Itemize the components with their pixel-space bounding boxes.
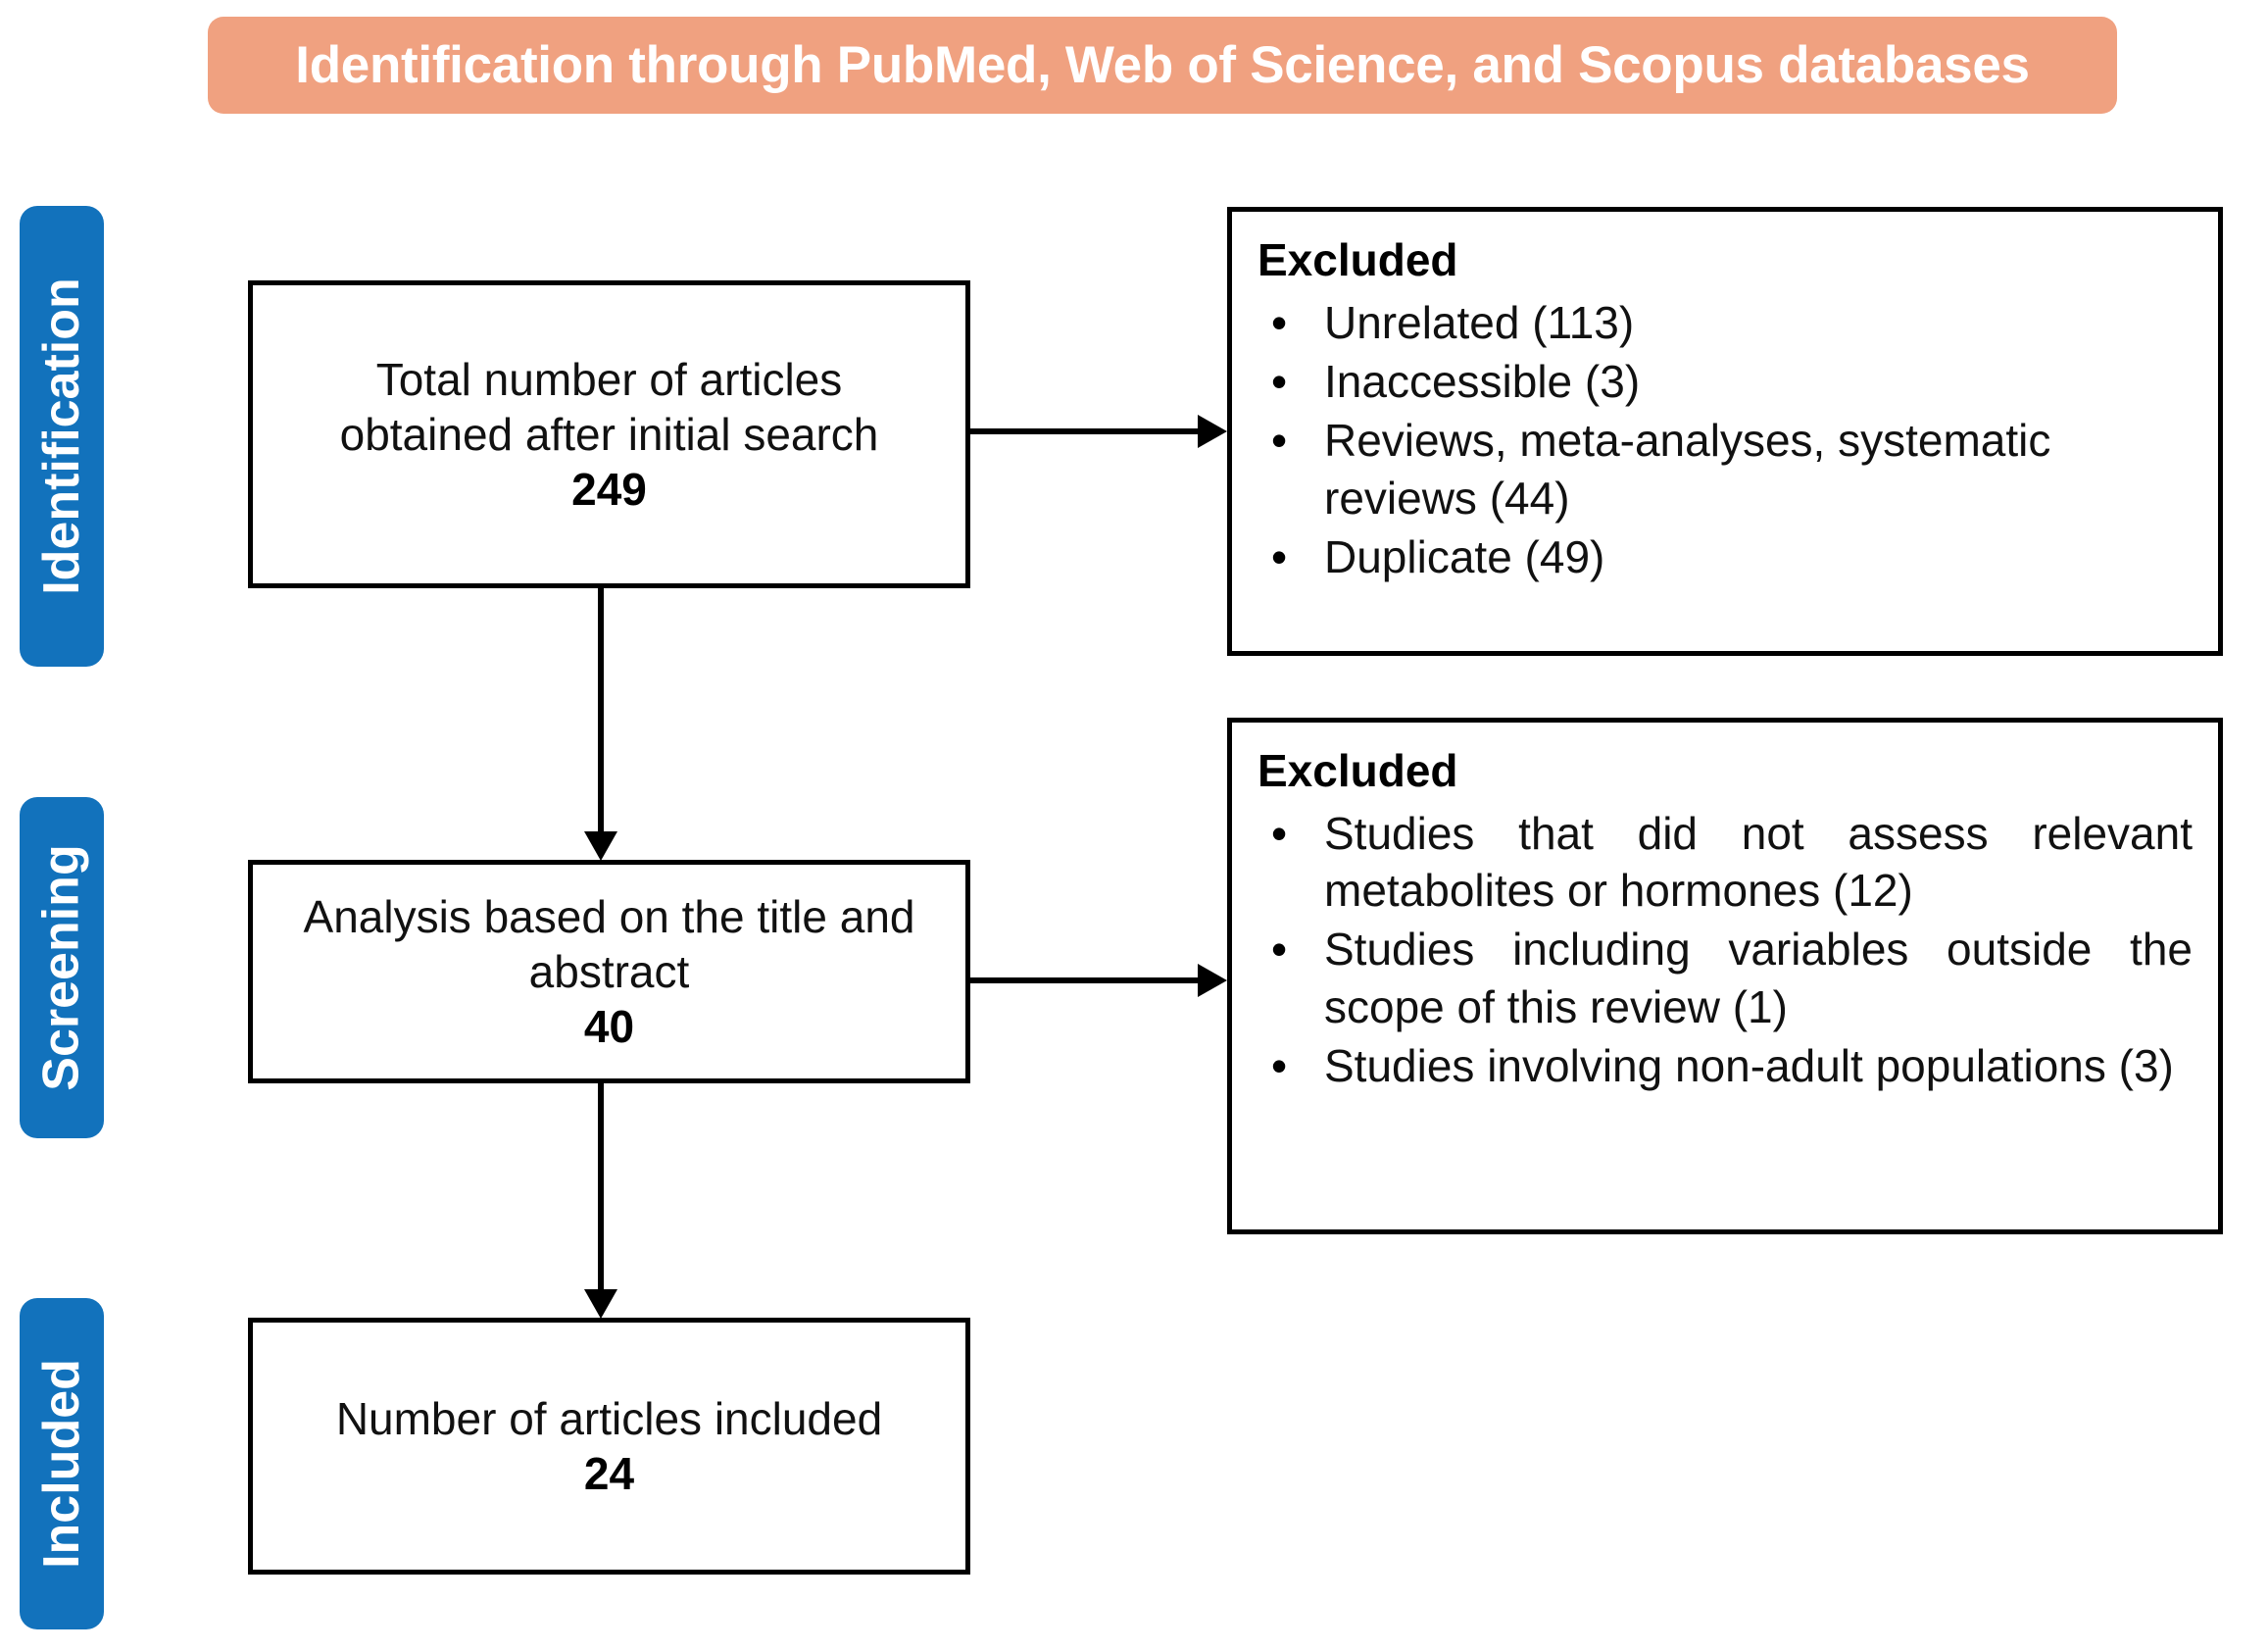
bullet-icon: • (1271, 531, 1288, 583)
excluded-screening-list: • Studies that did not assess relevant m… (1257, 805, 2193, 1095)
connector-arrow-initial-to-screening (598, 588, 604, 833)
list-item-label: Studies that did not assess relevant met… (1324, 807, 2193, 916)
arrowhead-down-icon (584, 1289, 617, 1319)
flow-box-included-count: 24 (583, 1448, 635, 1499)
bullet-icon: • (1271, 296, 1288, 348)
list-item: • Studies involving non-adult population… (1257, 1037, 2193, 1094)
connector-arrow-initial-to-excluded (970, 428, 1202, 434)
bullet-icon: • (1271, 807, 1288, 859)
list-item: • Studies that did not assess relevant m… (1257, 805, 2193, 920)
excluded-box-identification: Excluded • Unrelated (113) • Inaccessibl… (1227, 207, 2223, 656)
stage-tab-included-label: Included (33, 1359, 91, 1569)
bullet-icon: • (1271, 355, 1288, 407)
arrowhead-down-icon (584, 831, 617, 861)
list-item-label: Inaccessible (3) (1324, 355, 1641, 407)
list-item: • Unrelated (113) (1257, 294, 2193, 351)
flow-box-title-abstract-count: 40 (583, 1001, 635, 1053)
excluded-identification-list: • Unrelated (113) • Inaccessible (3) • R… (1257, 294, 2193, 586)
stage-tab-included: Included (20, 1298, 104, 1629)
stage-tab-identification-label: Identification (33, 277, 90, 595)
flow-box-initial-search-count: 249 (571, 464, 647, 516)
flow-box-initial-search: Total number of articles obtained after … (248, 280, 970, 588)
list-item: • Studies including variables outside th… (1257, 921, 2193, 1035)
flow-box-included-text: Number of articles included (335, 1392, 883, 1444)
bullet-icon: • (1271, 924, 1288, 976)
bullet-icon: • (1271, 415, 1288, 467)
list-item-label: Studies involving non-adult populations … (1324, 1040, 2174, 1092)
list-item-label: Studies including variables outside the … (1324, 924, 2193, 1032)
excluded-screening-heading: Excluded (1257, 745, 1458, 796)
header-banner-title: Identification through PubMed, Web of Sc… (295, 36, 2030, 94)
list-item: • Inaccessible (3) (1257, 353, 2193, 410)
list-item-label: Duplicate (49) (1324, 531, 1605, 583)
list-item: • Duplicate (49) (1257, 528, 2193, 585)
stage-tab-screening-label: Screening (33, 844, 91, 1091)
connector-arrow-screening-to-excluded (970, 977, 1202, 983)
excluded-identification-heading: Excluded (1257, 234, 1458, 285)
excluded-box-screening: Excluded • Studies that did not assess r… (1227, 718, 2223, 1234)
flow-box-title-abstract: Analysis based on the title and abstract… (248, 860, 970, 1083)
flow-box-title-abstract-text: Analysis based on the title and abstract (303, 890, 915, 997)
list-item: • Reviews, meta-analyses, systematic rev… (1257, 412, 2193, 526)
stage-tab-screening: Screening (20, 797, 104, 1138)
connector-arrow-screening-to-included (598, 1083, 604, 1291)
flow-box-included: Number of articles included 24 (248, 1318, 970, 1575)
list-item-label: Unrelated (113) (1324, 296, 1635, 348)
flow-box-initial-search-text: Total number of articles obtained after … (339, 353, 879, 460)
arrowhead-right-icon (1198, 964, 1227, 997)
bullet-icon: • (1271, 1040, 1288, 1092)
header-banner: Identification through PubMed, Web of Sc… (208, 17, 2117, 114)
list-item-label: Reviews, meta-analyses, systematic revie… (1324, 415, 2051, 524)
arrowhead-right-icon (1198, 415, 1227, 448)
stage-tab-identification: Identification (20, 206, 104, 667)
